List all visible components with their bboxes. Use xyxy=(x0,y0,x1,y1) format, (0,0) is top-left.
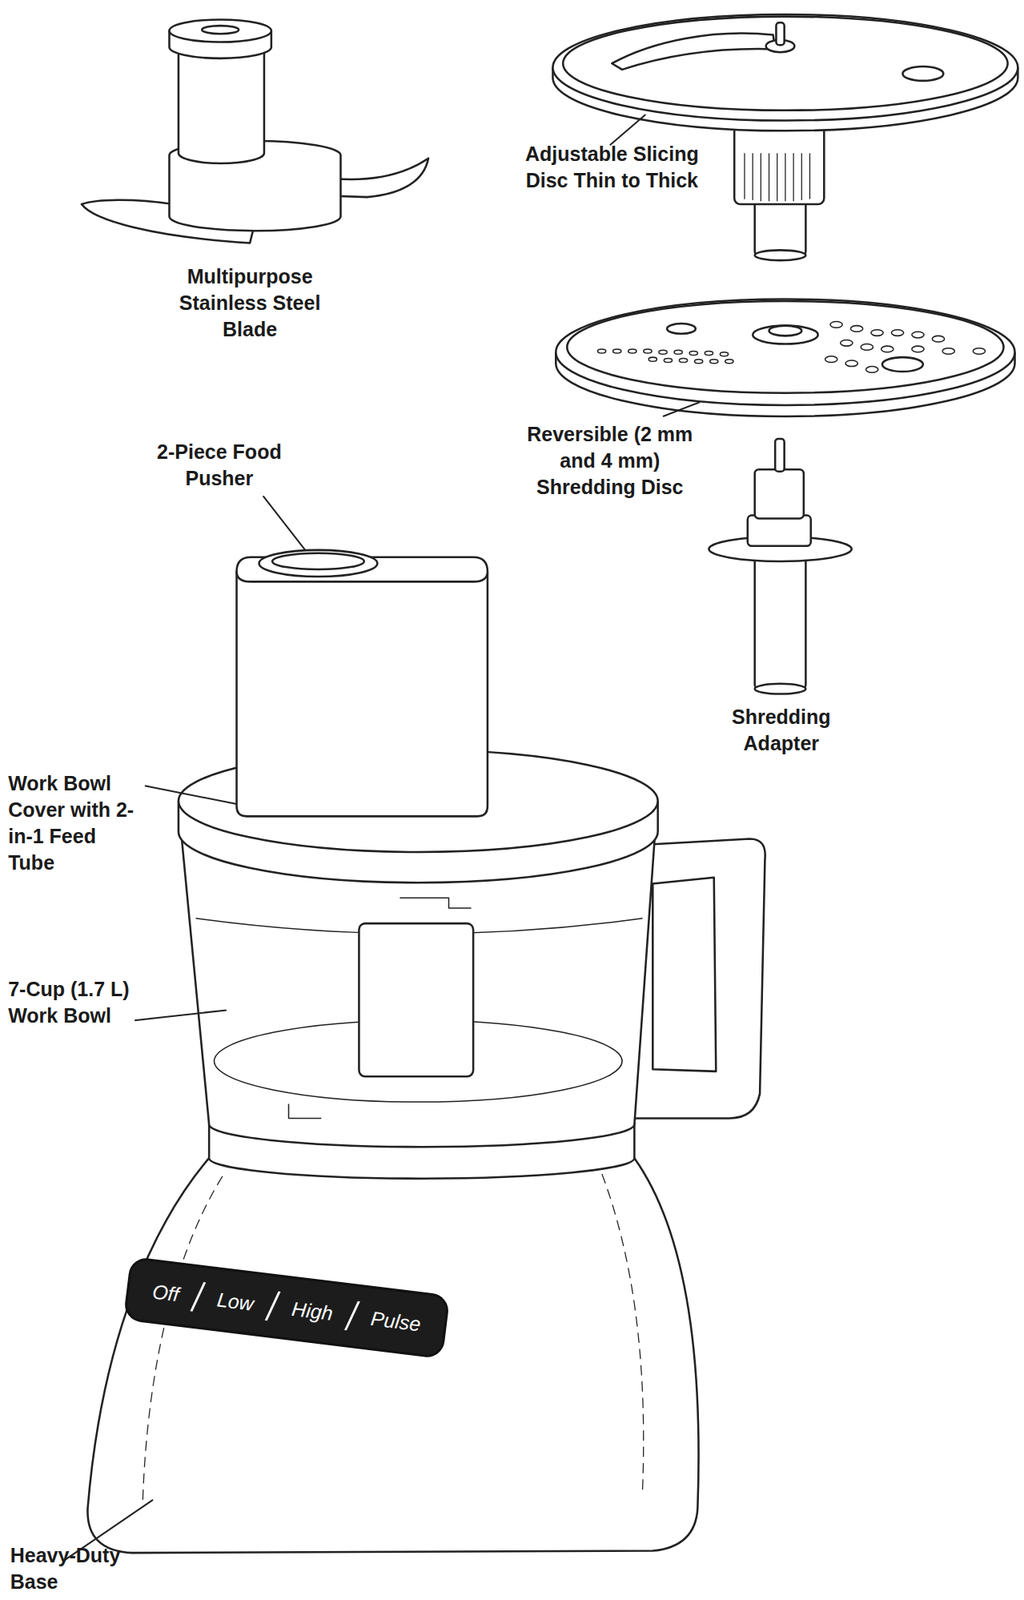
button-label: High xyxy=(290,1296,335,1325)
shredding-disc-drawing xyxy=(555,299,1015,417)
button-label: Off xyxy=(151,1279,181,1306)
button-label: Low xyxy=(216,1287,256,1315)
blade-drawing xyxy=(81,19,429,243)
separator-line xyxy=(265,1291,282,1322)
part-label: Multipurpose Stainless Steel Blade xyxy=(161,263,338,343)
part-label: Shredding Adapter xyxy=(717,703,846,757)
part-label: Adjustable Slicing Disc Thin to Thick xyxy=(505,140,719,194)
part-label: Work Bowl Cover with 2-in-1 Feed Tube xyxy=(8,770,137,876)
part-label: 2-Piece Food Pusher xyxy=(152,438,287,492)
food-processor-drawing xyxy=(87,550,765,1553)
part-label: Heavy-Duty Base xyxy=(10,1542,143,1595)
button-label: Pulse xyxy=(369,1306,423,1336)
shredding-adapter-drawing xyxy=(708,438,852,694)
part-label: Reversible (2 mm and 4 mm) Shredding Dis… xyxy=(514,421,707,501)
separator-line xyxy=(344,1301,361,1331)
leader-lines xyxy=(63,114,700,1561)
part-label: 7-Cup (1.7 L) Work Bowl xyxy=(8,975,161,1029)
separator-line xyxy=(190,1281,207,1312)
slicing-disc-drawing xyxy=(552,14,1018,261)
